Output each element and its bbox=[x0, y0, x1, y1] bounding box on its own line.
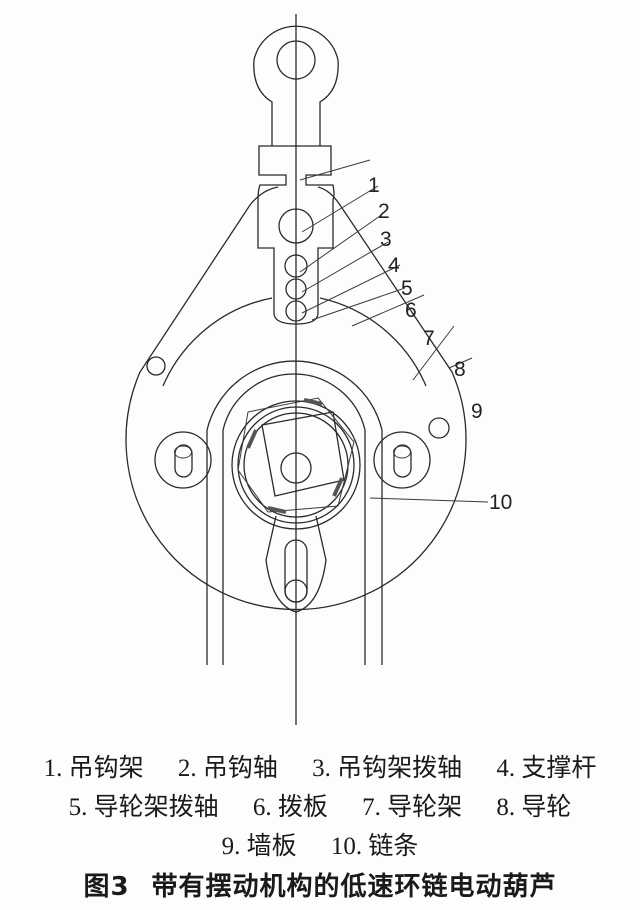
legend-item: 4. 支撑杆 bbox=[496, 755, 597, 782]
callout-6: 6 bbox=[405, 299, 417, 322]
legend-item: 10. 链条 bbox=[330, 833, 419, 860]
figure-title: 带有摆动机构的低速环链电动葫芦 bbox=[151, 872, 557, 902]
legend-item: 3. 吊钩架拨轴 bbox=[312, 755, 463, 782]
callout-1: 1 bbox=[368, 174, 380, 197]
callout-7: 7 bbox=[423, 327, 435, 350]
figure-number: 图3 bbox=[83, 872, 130, 902]
guide-wheel-left bbox=[154, 431, 212, 489]
callout-2: 2 bbox=[378, 200, 390, 223]
legend-item: 6. 拨板 bbox=[252, 794, 328, 821]
legend-row-1: 1. 吊钩架 2. 吊钩轴 3. 吊钩架拨轴 4. 支撑杆 bbox=[0, 748, 640, 784]
guide-wheel-frame bbox=[162, 297, 427, 387]
callout-5: 5 bbox=[401, 277, 413, 300]
mechanism-diagram: 1 2 3 4 5 6 7 8 9 10 bbox=[125, 14, 512, 725]
callout-10: 10 bbox=[489, 491, 512, 514]
leader-lines bbox=[299, 159, 489, 503]
figure-caption: 图3 带有摆动机构的低速环链电动葫芦 bbox=[0, 866, 640, 903]
callout-3: 3 bbox=[380, 228, 392, 251]
callout-8: 8 bbox=[454, 358, 466, 381]
callout-4: 4 bbox=[388, 254, 400, 277]
legend-item: 8. 导轮 bbox=[496, 794, 572, 821]
legend-row-3: 9. 墙板 10. 链条 bbox=[0, 826, 640, 862]
legend-item: 9. 墙板 bbox=[221, 833, 297, 860]
legend-item: 1. 吊钩架 bbox=[43, 755, 144, 782]
callout-labels: 1 2 3 4 5 6 7 8 9 10 bbox=[368, 174, 512, 514]
legend-item: 7. 导轮架 bbox=[362, 794, 463, 821]
callout-9: 9 bbox=[471, 400, 483, 423]
chain-strands bbox=[206, 360, 383, 665]
guide-wheel-right bbox=[373, 431, 431, 489]
legend-item: 5. 导轮架拨轴 bbox=[68, 794, 219, 821]
legend-row-2: 5. 导轮架拨轴 6. 拨板 7. 导轮架 8. 导轮 bbox=[0, 787, 640, 823]
legend-item: 2. 吊钩轴 bbox=[177, 755, 278, 782]
